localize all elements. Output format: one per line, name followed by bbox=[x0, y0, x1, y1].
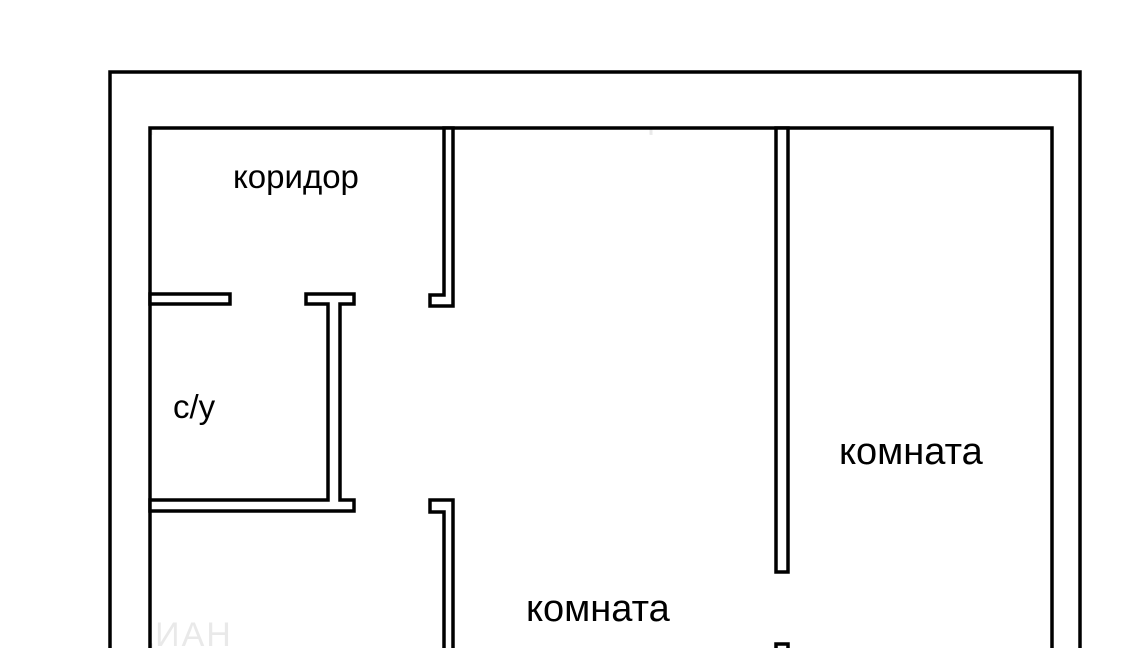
corridor-partition-upper bbox=[428, 126, 455, 308]
room-right-label: комната bbox=[839, 431, 984, 473]
corridor-label: коридор bbox=[233, 158, 359, 195]
corridor-partition-lower bbox=[428, 498, 455, 648]
bathroom-wall-top-left bbox=[148, 292, 232, 306]
bathroom-label: с/у bbox=[173, 388, 216, 425]
room-center-label: комната bbox=[526, 588, 671, 630]
room-partition-stub bbox=[774, 642, 790, 648]
bathroom-wall-right bbox=[148, 292, 356, 513]
outer-wall bbox=[108, 70, 1082, 648]
room-partition-wall bbox=[774, 126, 790, 574]
